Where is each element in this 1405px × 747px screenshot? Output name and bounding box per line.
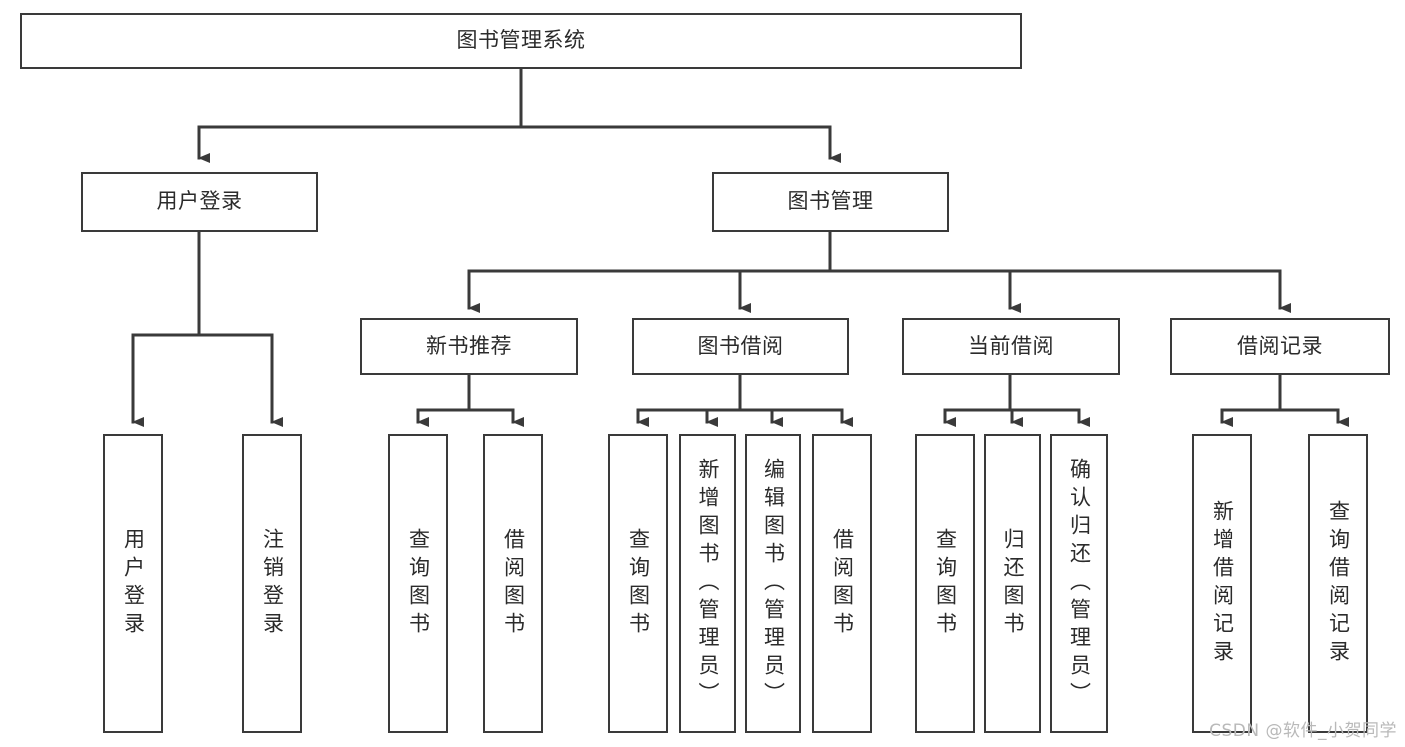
node-leaf-query-book-1-label: 查询图书 (406, 527, 431, 640)
node-book-manage-label: 图书管理 (787, 189, 874, 214)
node-leaf-edit-book[interactable]: 编辑图书（管理员） (745, 434, 801, 733)
node-user-login[interactable]: 用户登录 (81, 172, 318, 232)
node-leaf-borrow-book-2-label: 借阅图书 (830, 527, 855, 640)
node-leaf-query-book-3-label: 查询图书 (933, 527, 958, 640)
watermark: CSDN @软件_小贺同学 (1209, 721, 1397, 741)
node-leaf-return-book[interactable]: 归还图书 (984, 434, 1041, 733)
node-leaf-logout-label: 注销登录 (260, 527, 285, 640)
node-leaf-query-book-3[interactable]: 查询图书 (915, 434, 975, 733)
node-leaf-add-book[interactable]: 新增图书（管理员） (679, 434, 736, 733)
node-leaf-borrow-book-1-label: 借阅图书 (501, 527, 526, 640)
node-leaf-add-book-label: 新增图书（管理员） (696, 457, 720, 710)
node-leaf-add-record[interactable]: 新增借阅记录 (1192, 434, 1252, 733)
node-new-book-recommend-label: 新书推荐 (426, 333, 512, 358)
node-leaf-confirm-return-label: 确认归还（管理员） (1067, 457, 1092, 710)
node-leaf-user-login-label: 用户登录 (121, 527, 146, 640)
node-leaf-logout[interactable]: 注销登录 (242, 434, 302, 733)
node-leaf-borrow-book-1[interactable]: 借阅图书 (483, 434, 543, 733)
node-leaf-query-book-1[interactable]: 查询图书 (388, 434, 448, 733)
node-leaf-user-login[interactable]: 用户登录 (103, 434, 163, 733)
node-leaf-confirm-return[interactable]: 确认归还（管理员） (1050, 434, 1108, 733)
node-leaf-return-book-label: 归还图书 (1001, 527, 1025, 640)
node-leaf-query-book-2-label: 查询图书 (626, 527, 651, 640)
node-leaf-query-book-2[interactable]: 查询图书 (608, 434, 668, 733)
node-current-borrow[interactable]: 当前借阅 (902, 318, 1120, 375)
node-leaf-edit-book-label: 编辑图书（管理员） (761, 457, 786, 710)
node-user-login-label: 用户登录 (156, 189, 243, 214)
node-root[interactable]: 图书管理系统 (20, 13, 1022, 69)
node-borrow-record-label: 借阅记录 (1237, 333, 1323, 358)
node-leaf-borrow-book-2[interactable]: 借阅图书 (812, 434, 872, 733)
node-new-book-recommend[interactable]: 新书推荐 (360, 318, 578, 375)
node-root-label: 图书管理系统 (456, 28, 586, 53)
node-book-borrow-label: 图书借阅 (697, 333, 784, 358)
node-borrow-record[interactable]: 借阅记录 (1170, 318, 1390, 375)
node-leaf-query-record[interactable]: 查询借阅记录 (1308, 434, 1368, 733)
node-leaf-add-record-label: 新增借阅记录 (1210, 499, 1235, 668)
node-leaf-query-record-label: 查询借阅记录 (1326, 499, 1351, 668)
node-book-manage[interactable]: 图书管理 (712, 172, 949, 232)
node-book-borrow[interactable]: 图书借阅 (632, 318, 849, 375)
node-current-borrow-label: 当前借阅 (968, 333, 1054, 358)
